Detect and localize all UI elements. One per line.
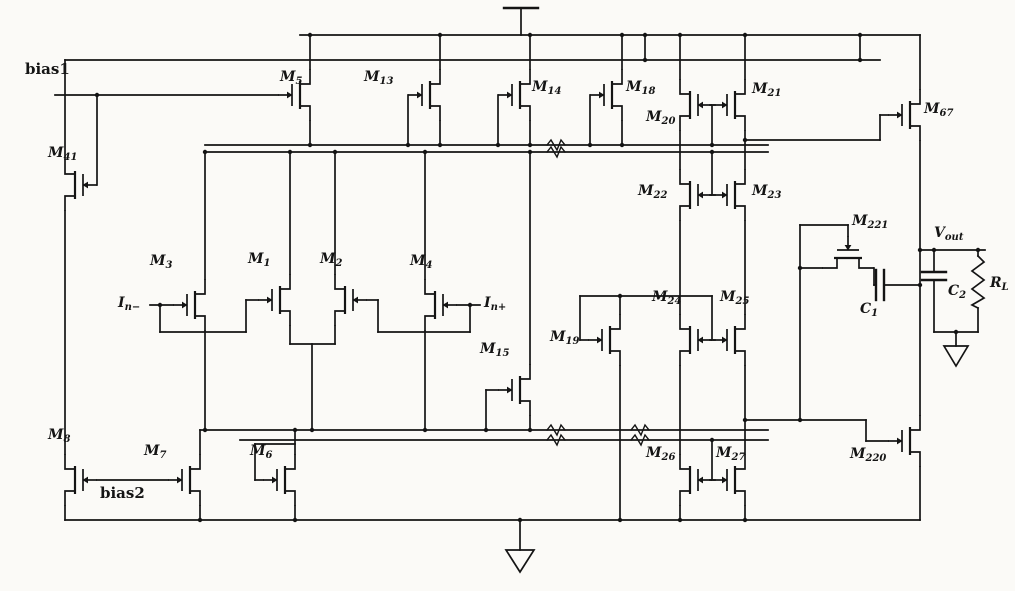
ground-symbol-output [942,345,970,368]
vdd-symbol [502,6,540,36]
transistor-m2 [333,272,369,328]
label-m41: M41 [48,145,78,163]
transistor-m6 [261,452,297,508]
transistor-m18 [588,67,624,123]
transistor-m4 [423,277,459,333]
label-m21: M21 [752,81,782,99]
label-m13: M13 [364,69,394,87]
label-m221: M221 [852,213,889,231]
label-m2: M2 [320,251,343,269]
transistor-m8 [63,452,99,508]
label-m67: M67 [924,101,954,119]
label-vout: Vout [934,225,964,243]
ground-symbol-bottom [504,549,536,574]
resistor-rl [970,249,986,333]
label-m6: M6 [250,443,273,461]
label-m22: M22 [638,183,668,201]
capacitor-c1 [873,267,921,302]
transistor-m15 [496,362,532,418]
transistor-m24 [678,312,714,368]
transistor-m221 [820,234,876,270]
transistor-m20 [678,77,714,133]
label-m24: M24 [652,289,682,307]
label-m4: M4 [410,253,433,271]
label-m3: M3 [150,253,173,271]
label-m20: M20 [646,109,676,127]
label-bias2: bias2 [100,484,145,502]
label-in-minus: In− [118,295,141,313]
label-m18: M18 [626,79,656,97]
transistor-m25 [711,312,747,368]
junction-dots [94,32,981,523]
transistor-m41 [63,157,99,213]
transistor-m3 [171,277,207,333]
label-c2: C2 [948,283,967,301]
transistor-m1 [256,272,292,328]
transistor-m26 [678,452,714,508]
label-m15: M15 [480,341,510,359]
label-m25: M25 [720,289,750,307]
transistor-m7 [166,452,202,508]
label-m8: M8 [48,427,71,445]
label-bias1: bias1 [25,60,70,78]
label-in-plus: In+ [484,295,507,313]
transistor-m67 [886,87,922,143]
label-m27: M27 [716,445,746,463]
bundle-mark-icons [546,138,650,447]
transistor-m19 [586,312,622,368]
label-m19: M19 [550,329,580,347]
label-m14: M14 [532,79,562,97]
label-rl: RL [990,275,1009,293]
capacitor-c2 [920,249,948,333]
transistor-m23 [711,167,747,223]
transistor-m220 [886,413,922,469]
wire-layer [54,6,986,574]
label-m220: M220 [850,446,887,464]
label-m23: M23 [752,183,782,201]
transistor-m14 [496,67,532,123]
transistor-m13 [406,67,442,123]
label-m1: M1 [248,251,271,269]
transistor-m22 [678,167,714,223]
label-c1: C1 [860,301,879,319]
label-m7: M7 [144,443,167,461]
transistor-m21 [711,77,747,133]
label-m5: M5 [280,69,303,87]
label-m26: M26 [646,445,676,463]
